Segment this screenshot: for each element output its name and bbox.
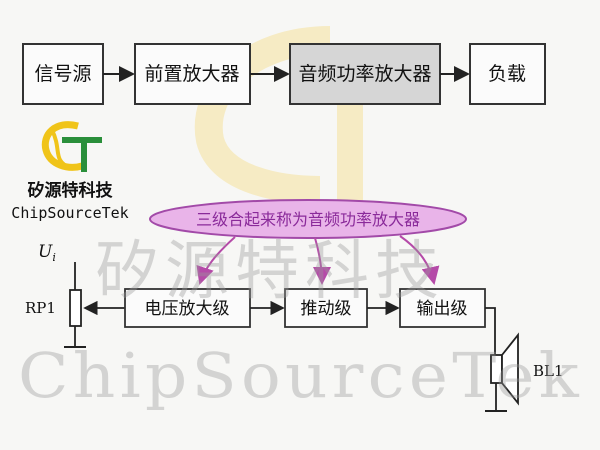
circuit-chain: Ui RP1 电压放大级 推动级 输出级 BL1 xyxy=(25,242,564,412)
preamp-label: 前置放大器 xyxy=(144,63,239,85)
driver-stage-label: 推动级 xyxy=(301,299,352,319)
voltage-amp-stage-label: 电压放大级 xyxy=(145,299,230,319)
callout-ellipse xyxy=(149,199,467,239)
logo-mark-swoosh xyxy=(50,129,71,170)
watermark-en: ChipSourceTek xyxy=(18,339,583,412)
watermark-cn: 矽源特科技 xyxy=(95,235,445,309)
callout: 三级合起来称为音频功率放大器 xyxy=(149,199,467,285)
driver-stage-box xyxy=(284,288,368,328)
speaker-cone xyxy=(501,332,519,406)
company-logo: 矽源特科技 ChipSourceTek xyxy=(11,121,129,222)
callout-text: 三级合起来称为音频功率放大器 xyxy=(196,210,420,229)
potentiometer-rp1 xyxy=(69,289,82,327)
top-signal-chain: 信号源 前置放大器 音频功率放大器 负载 xyxy=(22,43,546,105)
logo-mark-t xyxy=(62,137,102,172)
voltage-amp-stage-box xyxy=(124,288,251,328)
input-voltage-label: Ui xyxy=(38,242,56,264)
pot-label: RP1 xyxy=(25,299,56,317)
audio-power-amp-label: 音频功率放大器 xyxy=(298,63,431,85)
output-wire xyxy=(485,307,496,355)
load-label: 负载 xyxy=(488,63,526,85)
load-box xyxy=(469,43,546,105)
audio-power-amp-box xyxy=(289,43,441,105)
callout-arrow-voltage-amp xyxy=(196,236,236,285)
callout-arrow-output xyxy=(399,235,440,285)
output-stage-label: 输出级 xyxy=(417,299,468,319)
signal-source-label: 信号源 xyxy=(34,63,91,85)
text-watermark: 矽源特科技 ChipSourceTek xyxy=(18,235,583,412)
logo-cn-name: 矽源特科技 xyxy=(28,180,114,201)
signal-source-box xyxy=(22,43,104,105)
logo-en-name: ChipSourceTek xyxy=(11,204,128,222)
speaker-label: BL1 xyxy=(533,362,564,380)
output-stage-box xyxy=(399,288,486,328)
callout-arrow-driver xyxy=(312,237,331,285)
